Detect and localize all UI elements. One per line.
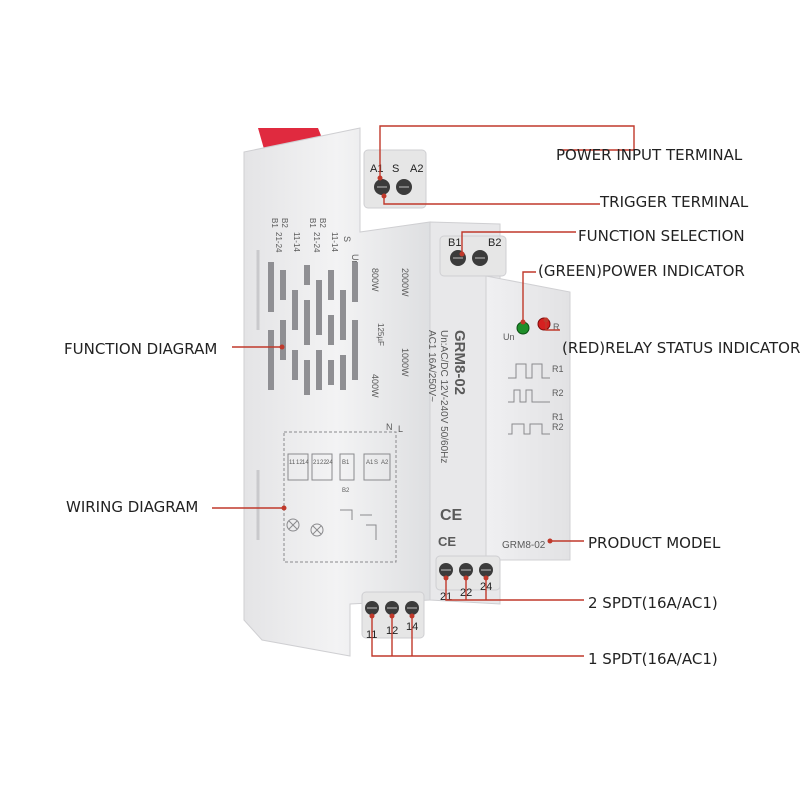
side-model-text: GRM8-02 (451, 330, 468, 395)
terminal-s-label: S (392, 163, 399, 175)
r-label: R (553, 322, 560, 332)
svg-text:12: 12 (296, 460, 303, 466)
load-400-text: 400W (370, 374, 380, 398)
terminal-b1-label: B1 (448, 237, 461, 249)
callout-leaders (212, 125, 635, 657)
svg-text:22: 22 (320, 460, 327, 466)
side-mark-l: L (398, 424, 403, 434)
load-1000-text: 1000W (400, 348, 410, 377)
wiring-terminal-labels: 11 12 14 21 22 24 B1 B2 A1 S A2 (289, 460, 389, 494)
terminal-b2-label: B2 (488, 237, 501, 249)
ce-mark-bottom: CE (438, 534, 456, 549)
relay-front-panel (485, 275, 571, 561)
svg-text:21: 21 (313, 460, 320, 466)
callout-power-indicator: (GREEN)POWER INDICATOR (538, 262, 745, 280)
front-model-label: GRM8-02 (502, 540, 546, 551)
svg-text:21-24: 21-24 (274, 232, 283, 253)
svg-text:B2: B2 (280, 218, 289, 228)
screw-icons (365, 179, 493, 615)
svg-text:B2: B2 (318, 218, 327, 228)
callout-trigger-terminal: TRIGGER TERMINAL (600, 193, 749, 211)
callout-1-spdt: 1 SPDT(16A/AC1) (588, 650, 718, 668)
svg-text:S: S (374, 460, 378, 466)
callout-dots (279, 175, 553, 619)
svg-text:11-14: 11-14 (330, 232, 339, 252)
callout-wiring-diagram: WIRING DIAGRAM (66, 498, 199, 516)
side-voltage-text: Un:AC/DC 12V-240V 50/60Hz (438, 330, 449, 463)
power-terminal-block (363, 149, 427, 209)
svg-text:11: 11 (289, 460, 296, 466)
svg-text:B1: B1 (342, 460, 350, 466)
callout-product-model: PRODUCT MODEL (588, 534, 721, 552)
load-2000-text: 2000W (400, 268, 410, 297)
load-800-text: 800W (370, 268, 380, 292)
side-rating-text: AC1 16A/250V~ (426, 330, 437, 402)
svg-text:14: 14 (302, 460, 309, 466)
svg-text:B1: B1 (270, 218, 279, 228)
callout-function-diagram: FUNCTION DIAGRAM (64, 340, 218, 358)
un-label: Un (503, 332, 515, 342)
svg-text:11-14: 11-14 (292, 232, 301, 252)
function-diagram-graphic (268, 262, 358, 395)
svg-text:B1: B1 (308, 218, 317, 228)
callout-2-spdt: 2 SPDT(16A/AC1) (588, 594, 718, 612)
svg-text:B2: B2 (342, 488, 350, 494)
relay-front-face (429, 221, 501, 605)
timing-r1-label: R1 (552, 364, 564, 374)
timing-r2b-label: R2 (552, 422, 564, 432)
callout-function-selection: FUNCTION SELECTION (578, 227, 745, 245)
terminal-a2-label: A2 (410, 163, 423, 175)
ce-mark-side: CE (440, 507, 463, 524)
callout-power-input-terminal: POWER INPUT TERMINAL (556, 146, 743, 164)
svg-text:24: 24 (326, 460, 333, 466)
timing-r2-label: R2 (552, 388, 564, 398)
terminal-a1-label: A1 (370, 163, 383, 175)
svg-text:A2: A2 (381, 460, 389, 466)
wiring-diagram-graphic (283, 431, 397, 563)
svg-text:Un: Un (350, 254, 360, 266)
svg-text:S: S (342, 236, 352, 242)
svg-text:A1: A1 (366, 460, 374, 466)
svg-text:21-24: 21-24 (312, 232, 321, 253)
callout-relay-status-indicator: (RED)RELAY STATUS INDICATOR (562, 339, 800, 357)
side-mark-n: N (386, 422, 393, 432)
timing-r1b-label: R1 (552, 412, 564, 422)
side-column-headings: B1 B2 21-24 11-14 B1 B2 21-24 11-14 S Un (270, 218, 360, 266)
cap-text: 125µF (376, 323, 385, 346)
front-timing-diagram (508, 363, 550, 435)
